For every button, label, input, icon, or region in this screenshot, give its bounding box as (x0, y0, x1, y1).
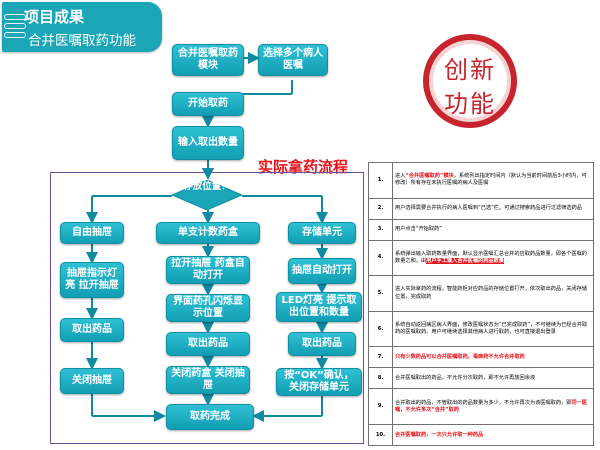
notes-text-segment: 用户手工输入合并医嘱的药品数量 (426, 257, 504, 264)
notes-row-number: 2. (368, 197, 393, 220)
merge-module-box: 合并医嘱取药模块 (172, 44, 244, 76)
take-drug-mid-box: 取出药品 (166, 332, 250, 356)
binder-ring-icon (4, 32, 26, 38)
notes-text-segment: 合并医嘱取出的药品，不允许分次取药，即不允许再放回余液 (395, 374, 536, 381)
stamp-line-1: 创新 (444, 56, 496, 84)
notes-text-segment: 系统弹出输入取药数量界面，默认显示医嘱汇总合并的应取药品数量，即各个医嘱的数量之… (395, 250, 587, 264)
notes-row-text: 合并医嘱取出的药品，不允许分次取药，即不允许再放回余液 (392, 367, 594, 390)
notes-row: 8.合并医嘱取出的药品，不允许分次取药，即不允许再放回余液 (368, 367, 594, 390)
notes-row: 6.系统自动返回病区病人界面，修改医嘱状态为“已完成取药”，不可继续为已经合并取… (368, 310, 594, 348)
notes-row-text: 系统弹出输入取药数量界面，默认显示医嘱汇总合并的应取药品数量，即各个医嘱的数量之… (392, 239, 594, 277)
notes-row: 7.只有少数药品可以合并医嘱取药。毒麻药不允许合并取药 (368, 346, 594, 369)
notes-row-number: 4. (368, 239, 393, 277)
header-bar (2, 2, 162, 52)
take-drug-left-box: 取出药品 (60, 318, 124, 342)
notes-row-text: 用户点击“开始取药” (392, 218, 594, 241)
ui-flash-box: 界面药孔闪烁显示位置 (166, 294, 250, 322)
notes-row-number: 7. (368, 346, 393, 369)
select-patients-box: 选择多个病人医嘱 (258, 44, 328, 76)
take-drug-right-box: 取出药品 (288, 332, 356, 356)
notes-row-text: 合并取出的药品，不管取出的药品数量为多少，不允许再次为该医嘱取药，即同一医嘱，不… (392, 388, 594, 426)
notes-text-segment: 进入实际拿药的流程，智能药柜对应药品的存储位置打开，依次取出药品，关闭存储位置，… (395, 286, 587, 300)
notes-row-number: 3. (368, 218, 393, 241)
notes-row-text: 系统自动返回病区病人界面，修改医嘱状态为“已完成取药”，不可继续为已经合并取药的… (392, 310, 594, 348)
notes-row-number: 1. (368, 162, 393, 199)
storage-unit-box: 存储单元 (288, 222, 356, 244)
notes-row-text: 合并医嘱取药，一次只允许取一种药品 (392, 424, 594, 446)
drawer-auto-open-box: 抽屉自动打开 (288, 258, 356, 284)
notes-row-number: 5. (368, 275, 393, 312)
notes-text-segment: 合并医嘱取药，一次只允许取一种药品 (395, 431, 484, 438)
drawer-led-box: 抽屉指示灯亮 拉开抽屉 (60, 262, 124, 298)
notes-text-segment: 系统自动返回病区病人界面，修改医嘱状态为“已完成取药”，不可继续为已经合并取药的… (395, 322, 588, 336)
notes-row-number: 9. (368, 388, 393, 426)
close-drawer-box: 关闭抽屉 (60, 368, 124, 394)
notes-row: 1.进入“合并医嘱取药”模块，系统列出指定时间内（默认为当前时间前后3小时内，可… (368, 162, 594, 199)
notes-table: 1.进入“合并医嘱取药”模块，系统列出指定时间内（默认为当前时间前后3小时内，可… (368, 162, 594, 446)
notes-row: 3.用户点击“开始取药” (368, 218, 594, 241)
notes-row-text: 进入“合并医嘱取药”模块，系统列出指定时间内（默认为当前时间前后3小时内，可修改… (392, 162, 594, 199)
binder-ring-icon (4, 23, 26, 29)
notes-text-segment: “合并医嘱取药”模块 (405, 173, 454, 180)
notes-row-text: 用户选择需要合并执行的病人医嘱到“已选”栏。可通过搜索药品进行过滤筛选药品 (392, 197, 594, 220)
notes-row: 5.进入实际拿药的流程，智能药柜对应药品的存储位置打开，依次取出药品，关闭存储位… (368, 275, 594, 312)
led-hint-box: LED灯亮 提示取出位置和数量 (276, 292, 362, 322)
press-ok-box: 按“OK”确认，关闭存储单元 (276, 368, 362, 396)
notes-row-text: 只有少数药品可以合并医嘱取药。毒麻药不允许合并取药 (392, 346, 594, 369)
notes-row-number: 8. (368, 367, 393, 390)
notes-text-segment: 用户点击“开始取药” (395, 226, 442, 233)
notes-row-number: 6. (368, 310, 393, 348)
notes-text-segment: 同一医嘱，不允许多次“合并”取药 (395, 399, 587, 413)
open-drawer-box-box: 拉开抽屉 药盒自动打开 (166, 256, 250, 284)
header-subtitle: 合并医嘱取药功能 (28, 33, 136, 49)
notes-text-segment: 只有少数药品可以合并医嘱取药。毒麻药不允许合并取药 (395, 353, 525, 360)
notes-row-number: 10. (368, 424, 393, 446)
flow-title: 实际拿药流程 (258, 158, 349, 176)
notes-body: 1.进入“合并医嘱取药”模块，系统列出指定时间内（默认为当前时间前后3小时内，可… (368, 162, 594, 446)
section-header: 项目成果 合并医嘱取药功能 (2, 2, 162, 52)
notes-text-segment: 进入 (395, 173, 406, 180)
notes-text-segment: 合并取出的药品，不管取出的药品数量为多少，不允许再次为该医嘱取药，即 (395, 399, 572, 406)
storage-decision: 存放位置？ (172, 180, 242, 210)
notes-row: 10.合并医嘱取药，一次只允许取一种药品 (368, 424, 594, 446)
dispense-done-box: 取药完成 (166, 404, 254, 430)
close-box-box: 关闭药盒 关闭抽屉 (166, 366, 250, 394)
notes-row-text: 进入实际拿药的流程，智能药柜对应药品的存储位置打开，依次取出药品，关闭存储位置，… (392, 275, 594, 312)
binder-ring-icon (4, 14, 26, 20)
header-title: 项目成果 (24, 8, 85, 26)
decision-label: 存放位置？ (183, 181, 231, 192)
innovation-stamp: 创新 功能 (423, 34, 517, 128)
free-drawer-box: 自由抽屉 (60, 222, 124, 244)
stamp-line-2: 功能 (444, 90, 496, 118)
notes-text-segment: 用户选择需要合并执行的病人医嘱到“已选”栏。可通过搜索药品进行过滤筛选药品 (395, 205, 582, 212)
notes-row: 4.系统弹出输入取药数量界面，默认显示医嘱汇总合并的应取药品数量，即各个医嘱的数… (368, 239, 594, 277)
notes-row: 2.用户选择需要合并执行的病人医嘱到“已选”栏。可通过搜索药品进行过滤筛选药品 (368, 197, 594, 220)
input-quantity-box: 输入取出数量 (172, 126, 244, 160)
start-dispense-box: 开始取药 (172, 92, 244, 116)
notes-text-segment: ，系统列出指定时间内（默认为当前时间前后3小时内，可修改）所有存在未执行医嘱的病… (395, 173, 587, 187)
notes-row: 9.合并取出的药品，不管取出的药品数量为多少，不允许再次为该医嘱取药，即同一医嘱… (368, 388, 594, 426)
unit-box-box: 单支计数药盒 (156, 222, 260, 244)
